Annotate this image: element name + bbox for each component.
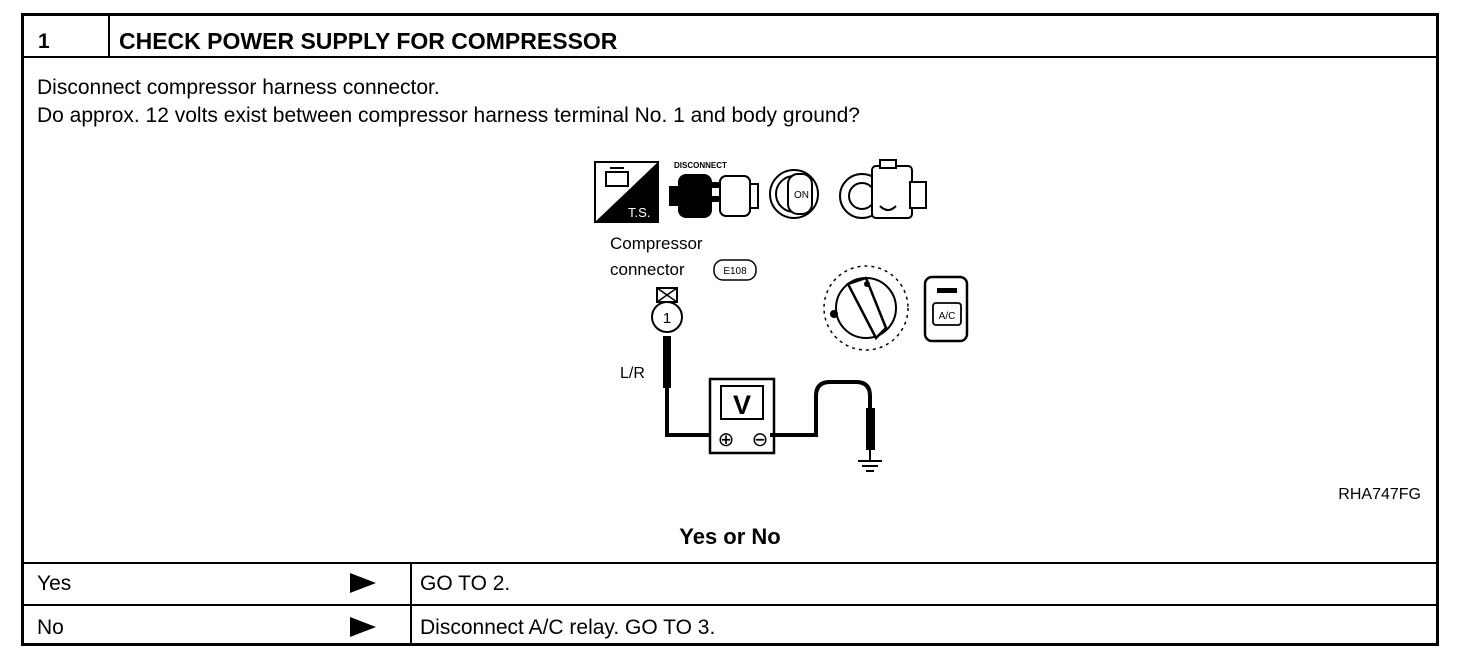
diagnostic-step-table: 1 CHECK POWER SUPPLY FOR COMPRESSOR Disc… [21, 13, 1439, 646]
answer-yes-arrow-icon [350, 573, 376, 593]
voltmeter-symbol: V [733, 390, 751, 420]
connector-label-line-2: connector [610, 260, 685, 279]
plus-terminal-symbol: ⊕ [718, 429, 735, 451]
ignition-on-label: ON [794, 190, 809, 201]
fan-control-knob-icon [823, 265, 909, 351]
instruction-line-1: Disconnect compressor harness connector. [37, 76, 440, 99]
figure-id: RHA747FG [1338, 486, 1421, 503]
connector-code-badge [713, 259, 757, 281]
ground-symbol [858, 460, 882, 472]
answer-yes-label: Yes [37, 572, 72, 595]
ts-label: T.S. [628, 205, 650, 220]
yes-or-no-question: Yes or No [679, 524, 781, 549]
step-number: 1 [38, 30, 50, 53]
positive-probe [663, 336, 671, 388]
ts-icon: T.S. [594, 161, 659, 223]
header-bottom-rule [24, 56, 1436, 58]
disconnect-label: DISCONNECT [674, 161, 727, 170]
question-bottom-rule [24, 562, 1436, 564]
positive-lead [665, 388, 716, 437]
answer-row-divider [24, 604, 1436, 606]
ac-button-label: A/C [939, 311, 956, 322]
answer-no-label: No [37, 616, 64, 639]
terminal-number: 1 [663, 310, 671, 327]
connector-code: E108 [723, 266, 747, 277]
negative-probe [866, 408, 875, 450]
ac-button-icon: A/C [923, 275, 969, 343]
voltage-check-diagram: T.S. DISCONNECT ON Comp [594, 159, 1421, 503]
step-title: CHECK POWER SUPPLY FOR COMPRESSOR [119, 28, 618, 54]
disconnect-connector-icon: DISCONNECT [669, 161, 759, 218]
instruction-line-2: Do approx. 12 volts exist between compre… [37, 104, 860, 127]
minus-terminal-symbol: ⊖ [752, 429, 769, 451]
connector-label-line-1: Compressor [610, 234, 703, 253]
wire-color-label: L/R [620, 365, 645, 382]
compressor-icon [839, 159, 927, 219]
answer-no-arrow-icon [350, 617, 376, 637]
header-divider [108, 16, 110, 56]
terminal-1 [651, 301, 683, 333]
ignition-key-on-icon: ON [769, 169, 819, 219]
answer-yes-action: GO TO 2. [420, 572, 511, 595]
negative-lead [770, 380, 872, 437]
answer-no-action: Disconnect A/C relay. GO TO 3. [420, 616, 716, 639]
